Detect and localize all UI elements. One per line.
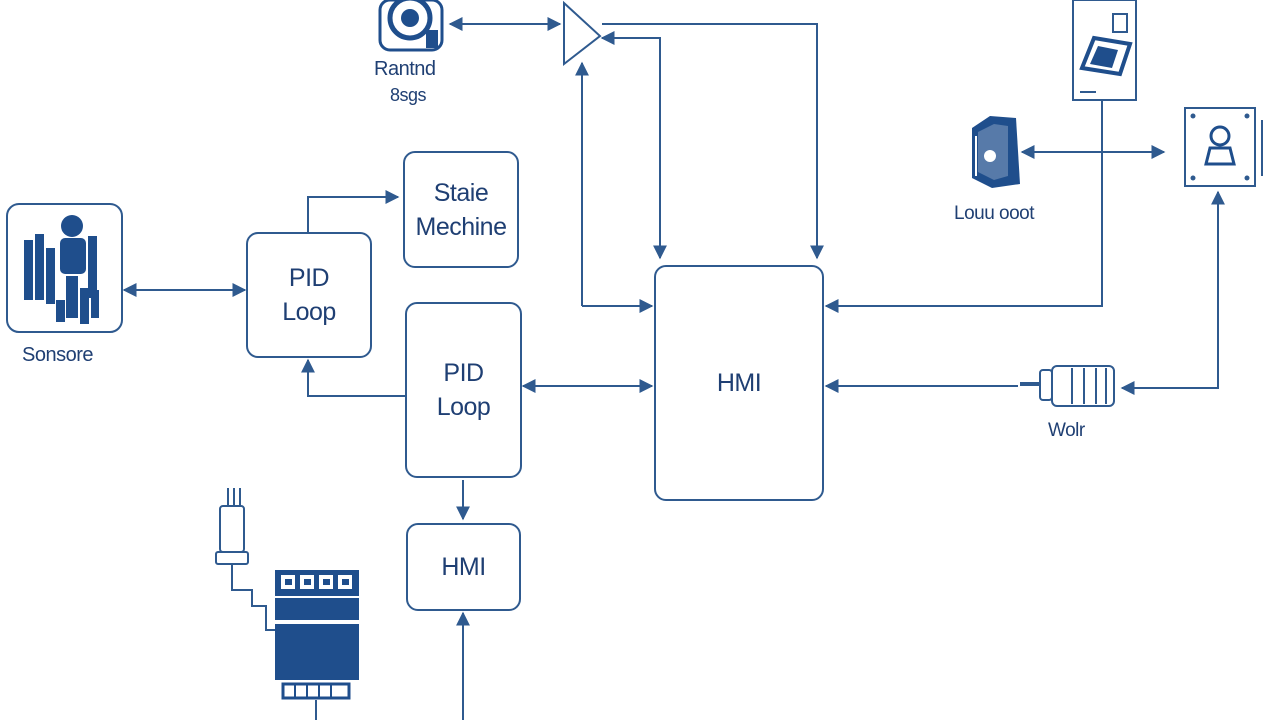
connector-amplifier-hmi-mid <box>600 31 667 260</box>
plc-module-icon <box>275 570 359 720</box>
pid-loop-left-line1: PID <box>288 264 330 292</box>
load-label: Louu ooot <box>954 203 1035 224</box>
hmi-bottom-box[interactable]: HMI <box>406 523 521 611</box>
state-machine-line2: Mechine <box>415 212 508 241</box>
connector-panel-hmi <box>824 100 1103 313</box>
pid-loop-left-box[interactable]: PID Loop <box>246 232 372 358</box>
connector-sensor-plc <box>231 565 276 631</box>
sensor-array-icon <box>6 203 123 333</box>
hmi-main-label: HMI <box>716 369 762 397</box>
probe-sensor-icon <box>215 488 249 565</box>
camera-label-line1: Rantnd <box>374 58 436 80</box>
io-module-icon <box>1184 107 1263 187</box>
pid-loop-center-box[interactable]: PID Loop <box>405 302 522 478</box>
load-device-icon <box>972 116 1020 188</box>
connector-amplifier-hmi-right <box>602 23 824 260</box>
control-panel-icon <box>1072 0 1137 101</box>
hmi-bottom-label: HMI <box>441 553 486 581</box>
state-machine-line1: Staie <box>433 178 489 207</box>
connector-pid-statemachine <box>307 190 400 232</box>
amplifier-triangle-icon <box>563 0 602 67</box>
sensors-label: Sonsore <box>22 344 94 366</box>
hmi-main-box[interactable]: HMI <box>654 265 824 501</box>
motor-icon <box>1020 365 1115 407</box>
connector-motor-ioboard <box>1120 190 1225 395</box>
camera-label-line2: 8sgs <box>390 85 427 105</box>
camera-icon <box>378 0 444 52</box>
connectors <box>122 17 1225 720</box>
connector-pidcenter-pidleft <box>301 358 405 397</box>
pid-loop-center-line2: Loop <box>436 393 491 421</box>
pid-loop-center-line1: PID <box>443 359 484 387</box>
motor-label: Wolr <box>1048 420 1085 441</box>
pid-loop-left-line2: Loop <box>282 298 336 326</box>
